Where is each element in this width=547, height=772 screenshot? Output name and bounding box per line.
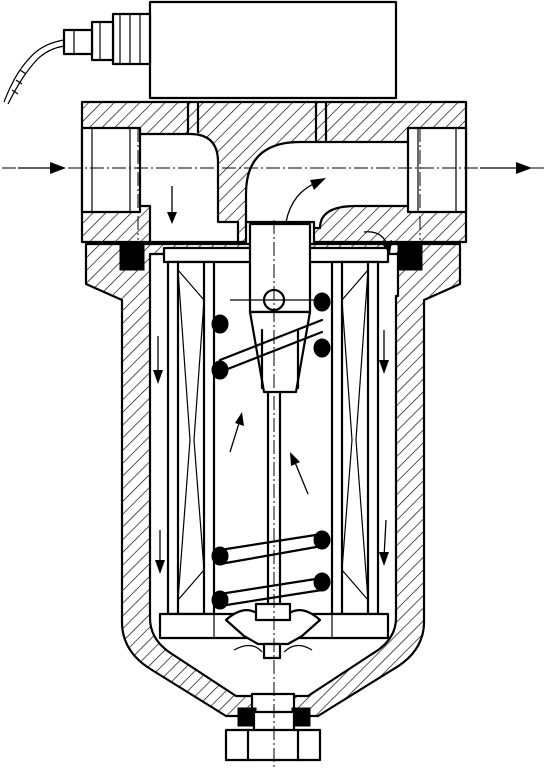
inlet-arrow xyxy=(18,162,66,174)
filter-head xyxy=(80,100,468,254)
relief-valve xyxy=(230,222,330,394)
wing-nut xyxy=(224,602,322,660)
flow-arrows-down-left xyxy=(153,186,177,574)
seal-left xyxy=(119,243,145,271)
drain-plug xyxy=(224,692,322,762)
flow-arrows-down-right xyxy=(363,231,392,566)
electric-cable xyxy=(3,39,65,105)
outlet-arrow xyxy=(480,162,532,174)
seal-right xyxy=(397,243,423,271)
lower-spring xyxy=(211,530,331,610)
flow-arrows-up xyxy=(229,178,326,495)
solenoid-housing xyxy=(62,0,398,100)
upper-spring xyxy=(211,292,331,380)
